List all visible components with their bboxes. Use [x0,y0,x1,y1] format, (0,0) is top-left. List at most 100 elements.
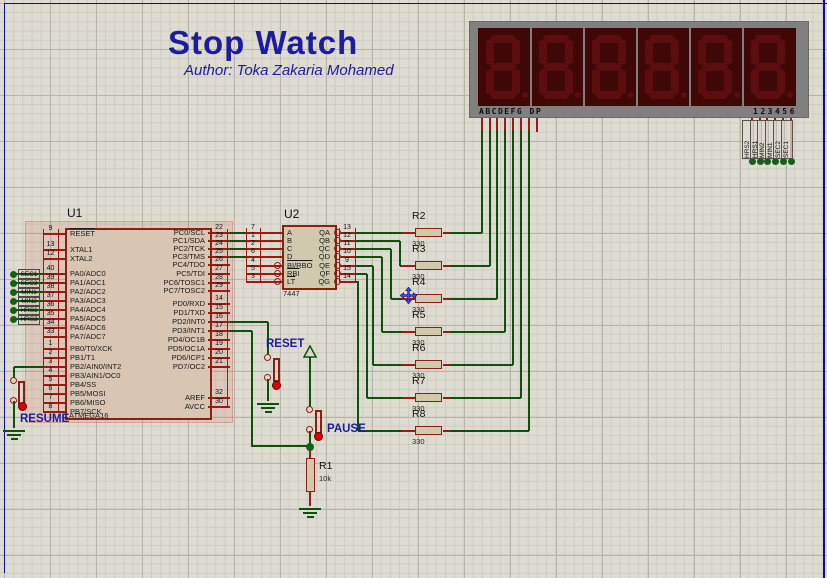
wire-segment[interactable] [448,364,513,366]
wire-segment[interactable] [528,130,530,431]
pin-stub [341,232,355,234]
wire-segment[interactable] [230,240,246,242]
digit-seg-b [618,39,626,65]
resistor-body [415,294,442,303]
pin-stub [43,249,65,251]
pin-label: A [287,228,293,237]
wire-segment[interactable] [252,445,310,447]
schematic-title[interactable]: Stop Watch [168,24,359,61]
display-segment-labels: ABCDEFG DP [479,107,543,116]
wire-segment[interactable] [230,232,246,234]
wire-segment[interactable] [512,130,514,365]
wire-segment[interactable] [267,322,269,355]
pin-label: PB7/SCK [70,407,102,416]
wire-segment[interactable] [381,257,383,332]
u1-chip-body[interactable] [65,228,212,420]
wire-segment[interactable] [528,118,530,132]
wire-segment[interactable] [512,118,514,132]
pin-number: 1 [48,340,53,347]
pin-label: PB3/AIN1/OC0 [70,371,121,380]
wire-segment[interactable] [366,274,368,398]
wire-segment[interactable] [520,118,522,132]
wire-segment[interactable] [355,232,402,234]
pin-ladder-rail [43,229,44,413]
wire-segment [13,282,43,284]
wire-segment[interactable] [489,118,491,132]
wire-segment[interactable] [399,241,401,266]
wire-segment[interactable] [520,130,522,398]
pin-stub [208,256,230,258]
wire-segment[interactable] [13,367,15,378]
wire-segment[interactable] [309,357,311,407]
wire-segment[interactable] [481,130,483,233]
wire-segment[interactable] [373,364,402,366]
wire-segment[interactable] [355,248,391,250]
wire-segment[interactable] [355,265,373,267]
resistor-lead [402,331,415,333]
digit-seg-c [512,69,520,95]
power-terminal-icon[interactable] [303,345,317,358]
wire-segment[interactable] [496,130,498,299]
terminal-dot [748,157,756,165]
wire-segment[interactable] [448,265,490,267]
wire-segment[interactable] [372,266,374,365]
wire-segment[interactable] [448,397,521,399]
wire-segment[interactable] [367,397,402,399]
wire-segment[interactable] [448,232,482,234]
wire-segment[interactable] [355,240,400,242]
terminal-dot [9,270,17,278]
wire-segment[interactable] [400,265,402,267]
pin-number: 25 [215,248,223,255]
wire-segment[interactable] [309,490,311,506]
wire-segment[interactable] [251,331,253,447]
reset-button-knob[interactable] [272,381,281,390]
wire-segment[interactable] [391,298,402,300]
pause-button-knob[interactable] [314,432,323,441]
wire-segment[interactable] [496,118,498,132]
wire-segment[interactable] [309,431,311,447]
schematic-author[interactable]: Author: Toka Zakaria Mohamed [184,62,394,79]
pin-stub [43,309,65,311]
seven-segment-display[interactable]: ABCDEFG DP 123456 [469,21,809,118]
display-pin-label-sec1[interactable]: SEC1 [781,120,793,159]
pin-label: PA3/ADC3 [70,296,106,305]
resistor-lead [402,397,415,399]
wire-segment[interactable] [536,118,538,132]
wire-segment[interactable] [448,430,529,432]
digit-seg-f [751,39,759,65]
wire-segment[interactable] [267,379,269,401]
wire-segment[interactable] [355,273,367,275]
wire-segment[interactable] [358,430,402,432]
pin-label: RBI [287,269,300,278]
pin-number: 9 [48,225,53,232]
wire-segment[interactable] [448,298,497,300]
wire-segment[interactable] [14,366,43,368]
pin-ladder-rail [246,228,247,283]
pin-label: PC6/TOSC1 [163,278,205,287]
wire-segment[interactable] [489,130,491,266]
wire-segment[interactable] [230,330,252,332]
u2-chip-body[interactable] [282,225,337,290]
pin-label: PB4/SS [70,380,97,389]
digit-seg-a [490,35,516,43]
wire-segment[interactable] [382,331,402,333]
wire-segment[interactable] [448,331,505,333]
pin-label: PD5/OC1A [167,344,205,353]
wire-segment[interactable] [230,321,268,323]
pin-number: 16 [215,313,223,320]
wire-segment[interactable] [504,118,506,132]
wire-segment[interactable] [13,401,15,428]
pin-number: 29 [215,282,223,289]
pin-label: PA5/ADC5 [70,314,106,323]
resume-button-knob[interactable] [18,402,27,411]
wire-segment[interactable] [390,249,392,299]
wire-segment[interactable] [230,256,246,258]
wire-segment[interactable] [357,282,359,431]
wire-segment[interactable] [309,447,311,458]
pin-stub [208,273,230,275]
pin-label: PA1/ADC1 [70,278,106,287]
wire-segment[interactable] [355,256,382,258]
wire-segment[interactable] [481,118,483,132]
wire-segment[interactable] [230,248,246,250]
wire-segment[interactable] [504,130,506,332]
